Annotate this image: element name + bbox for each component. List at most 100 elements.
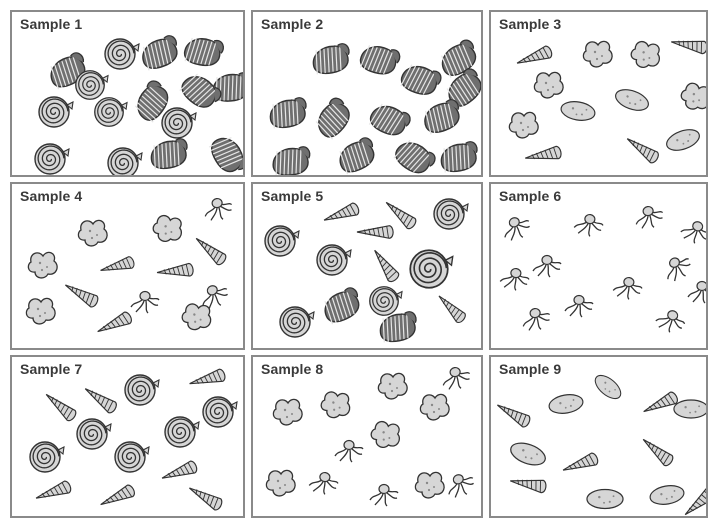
cone-shell-icon	[357, 226, 393, 239]
cone-shell-icon	[98, 484, 136, 511]
crawler-fossil-icon	[335, 441, 363, 463]
oval-stone-icon	[674, 400, 708, 418]
ribbed-shell-icon	[367, 100, 412, 140]
spiral-shell-icon	[35, 144, 69, 174]
oval-stone-icon	[508, 439, 548, 469]
ribbed-shell-icon	[399, 61, 443, 99]
fossil-art	[253, 357, 483, 518]
ribbed-shell-icon	[207, 132, 245, 177]
ribbed-shell-icon	[420, 98, 464, 136]
cone-shell-icon	[624, 134, 661, 165]
blob-fossil-icon	[319, 390, 352, 420]
fossil-art	[253, 12, 483, 177]
crawler-fossil-icon	[660, 252, 695, 285]
blob-fossil-icon	[78, 220, 107, 246]
cone-shell-icon	[370, 247, 401, 284]
ribbed-shell-icon	[311, 95, 356, 141]
crawler-fossil-icon	[573, 212, 604, 238]
crawler-fossil-icon	[654, 306, 688, 336]
spiral-shell-icon	[108, 148, 142, 177]
spiral-shell-icon	[95, 98, 127, 127]
blob-fossil-icon	[266, 470, 295, 496]
crawler-fossil-icon	[533, 256, 561, 278]
crawler-fossil-icon	[634, 204, 665, 230]
ribbed-shell-icon	[178, 69, 224, 114]
blob-fossil-icon	[180, 302, 213, 332]
oval-stone-icon	[560, 99, 597, 123]
spiral-shell-icon	[30, 442, 64, 472]
crawler-fossil-icon	[499, 266, 530, 292]
cone-shell-icon	[509, 475, 547, 494]
spiral-shell-icon	[370, 287, 402, 316]
sample-panel-2: Sample 2	[251, 10, 483, 177]
cone-shell-icon	[641, 391, 679, 418]
spiral-shell-icon	[265, 226, 299, 256]
crawler-fossil-icon	[444, 470, 478, 500]
oval-stone-icon	[587, 490, 623, 509]
blob-fossil-icon	[509, 112, 538, 138]
crawler-fossil-icon	[679, 217, 708, 247]
cone-shell-icon	[62, 280, 100, 309]
ribbed-shell-icon	[335, 136, 380, 176]
crawler-fossil-icon	[441, 365, 472, 391]
oval-stone-icon	[613, 86, 651, 115]
ribbed-shell-icon	[311, 43, 353, 76]
spiral-shell-icon	[115, 442, 149, 472]
spiral-shell-icon	[317, 245, 351, 275]
sample-panel-4: Sample 4	[10, 182, 245, 350]
cone-shell-icon	[99, 256, 135, 276]
cone-shell-icon	[524, 146, 562, 165]
spiral-shell-icon	[434, 199, 468, 229]
sample-panel-8: Sample 8	[251, 355, 483, 518]
ribbed-shell-icon	[272, 146, 312, 176]
spiral-shell-icon	[76, 71, 108, 100]
cone-shell-icon	[95, 311, 133, 338]
spiral-shell-icon	[39, 97, 73, 127]
sample-panel-6: Sample 6	[489, 182, 708, 350]
blob-fossil-icon	[678, 80, 708, 114]
oval-stone-icon	[664, 126, 702, 155]
crawler-fossil-icon	[203, 196, 234, 222]
crawler-fossil-icon	[308, 470, 339, 496]
fossil-art	[491, 184, 708, 350]
sample-panel-5: Sample 5	[251, 182, 483, 350]
cone-shell-icon	[186, 483, 224, 512]
cone-shell-icon	[192, 234, 228, 267]
blob-fossil-icon	[26, 298, 55, 324]
blob-fossil-icon	[629, 39, 663, 71]
ribbed-shell-icon	[392, 136, 438, 177]
fossil-art	[12, 12, 245, 177]
cone-shell-icon	[157, 263, 194, 279]
fossil-art	[253, 184, 483, 350]
crawler-fossil-icon	[565, 296, 593, 318]
crawler-fossil-icon	[688, 282, 708, 304]
oval-stone-icon	[548, 392, 585, 416]
sample-panel-3: Sample 3	[489, 10, 708, 177]
crawler-fossil-icon	[500, 213, 534, 243]
spiral-shell-icon	[77, 419, 111, 449]
cone-shell-icon	[42, 390, 78, 423]
oval-stone-icon	[649, 483, 686, 507]
blob-fossil-icon	[583, 41, 612, 67]
spiral-shell-icon	[105, 39, 139, 69]
ribbed-shell-icon	[183, 35, 225, 68]
sample-panel-1: Sample 1	[10, 10, 245, 177]
cone-shell-icon	[515, 45, 553, 69]
fossil-art	[491, 12, 708, 177]
sample-panel-9: Sample 9	[489, 355, 708, 518]
blob-fossil-icon	[415, 472, 444, 498]
fossil-art	[12, 184, 245, 350]
spiral-shell-icon	[410, 250, 453, 288]
ribbed-shell-icon	[439, 141, 481, 174]
crawler-fossil-icon	[612, 275, 643, 301]
fossil-art	[12, 357, 245, 518]
cone-shell-icon	[34, 480, 72, 504]
spiral-shell-icon	[162, 108, 196, 138]
cone-shell-icon	[561, 452, 599, 476]
cone-shell-icon	[494, 400, 532, 429]
blob-fossil-icon	[378, 373, 407, 399]
cone-shell-icon	[435, 292, 468, 325]
cone-shell-icon	[639, 435, 675, 468]
crawler-fossil-icon	[131, 292, 159, 314]
spiral-shell-icon	[125, 375, 159, 405]
